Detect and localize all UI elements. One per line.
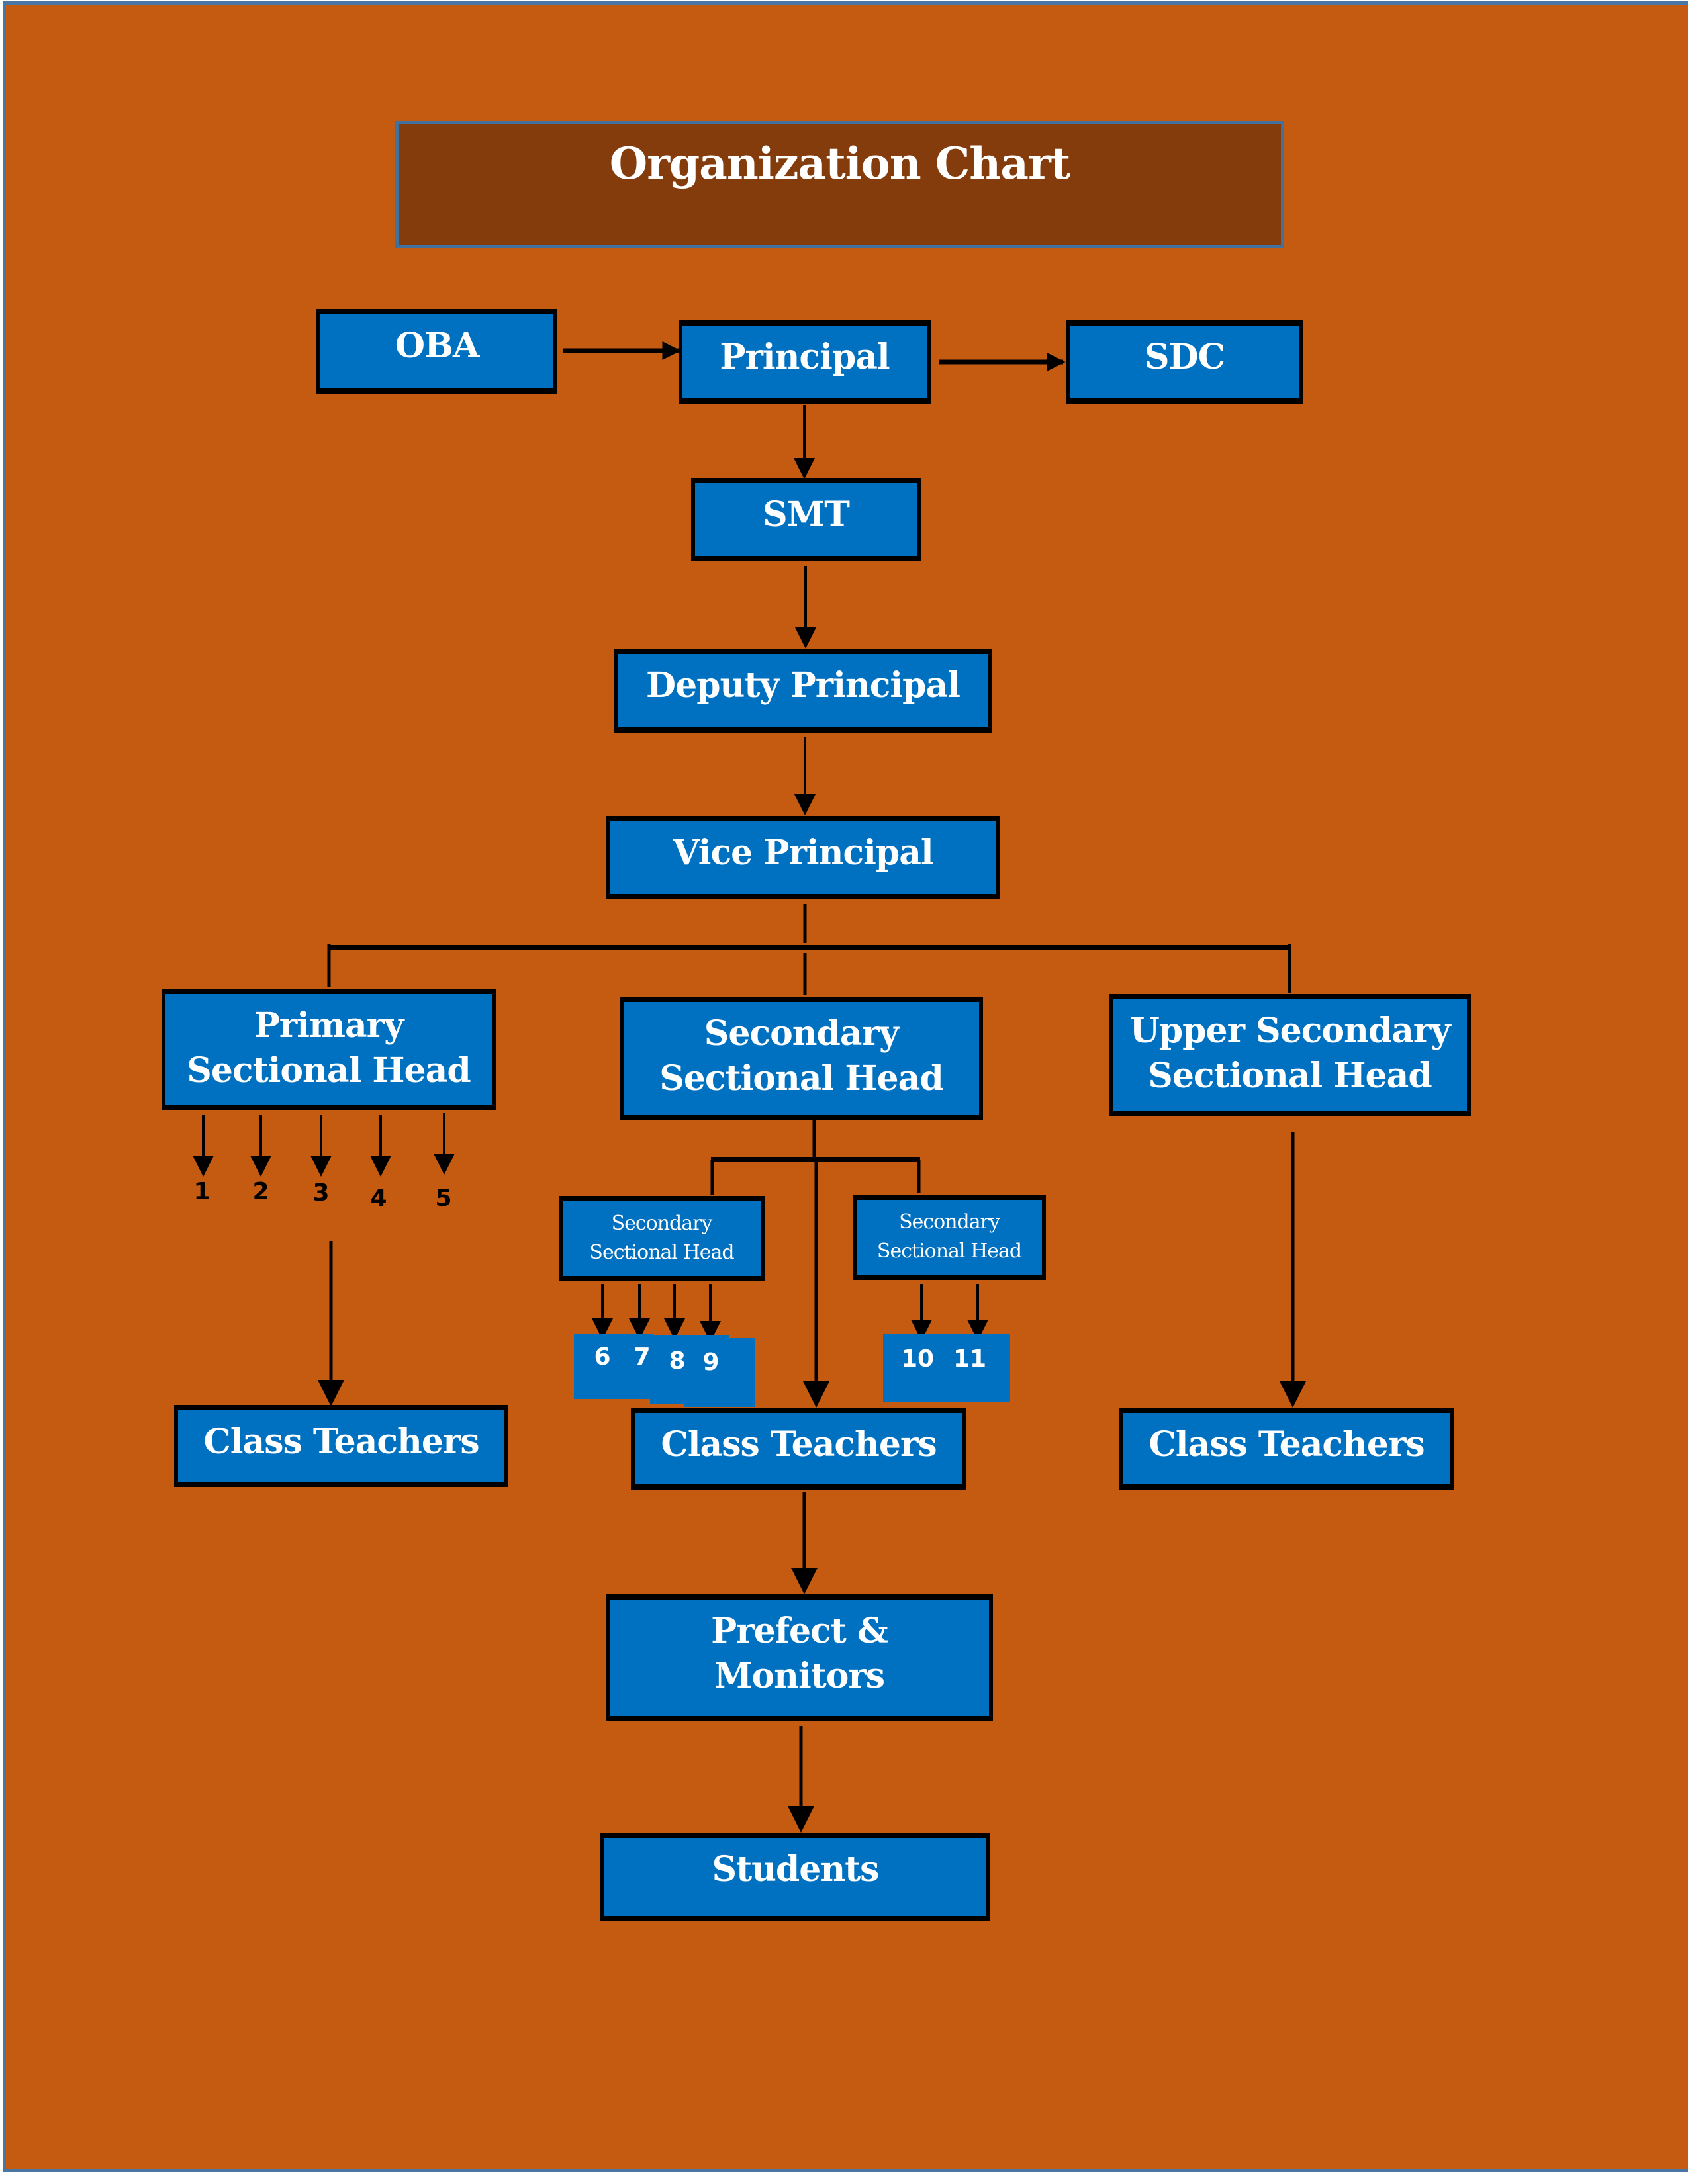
node-class-teachers-secondary[interactable]: Class Teachers <box>631 1408 966 1490</box>
grade-label-5: 5 <box>435 1185 452 1212</box>
grade-label-6: 6 <box>594 1343 611 1371</box>
grade-label-11: 11 <box>953 1345 987 1373</box>
grade-label-7: 7 <box>633 1343 651 1371</box>
grade-label-4: 4 <box>370 1185 387 1212</box>
node-oba[interactable]: OBA <box>316 309 557 394</box>
node-vice-principal[interactable]: Vice Principal <box>606 816 1000 899</box>
grade-label-2: 2 <box>252 1178 269 1205</box>
grade-box-10-11 <box>883 1334 1010 1402</box>
node-secondary-sub-head-right[interactable]: Secondary Sectional Head <box>853 1195 1046 1280</box>
grade-label-10: 10 <box>900 1345 935 1373</box>
chart-title: Organization Chart <box>609 138 1071 189</box>
grade-label-1: 1 <box>193 1178 211 1205</box>
grade-label-9: 9 <box>702 1349 720 1376</box>
grade-label-3: 3 <box>312 1179 330 1206</box>
grade-box-9 <box>684 1338 755 1407</box>
grade-label-8: 8 <box>669 1347 686 1375</box>
node-principal[interactable]: Principal <box>679 320 931 404</box>
node-students[interactable]: Students <box>600 1833 990 1921</box>
node-secondary-sectional-head[interactable]: Secondary Sectional Head <box>620 997 983 1120</box>
grade-box-6-7 <box>574 1334 653 1399</box>
node-class-teachers-primary[interactable]: Class Teachers <box>174 1405 508 1487</box>
node-class-teachers-upper[interactable]: Class Teachers <box>1119 1408 1454 1490</box>
node-secondary-sub-head-left[interactable]: Secondary Sectional Head <box>559 1196 765 1281</box>
node-prefect-monitors[interactable]: Prefect & Monitors <box>606 1594 993 1721</box>
node-primary-sectional-head[interactable]: Primary Sectional Head <box>162 989 496 1110</box>
node-deputy-principal[interactable]: Deputy Principal <box>614 649 992 733</box>
chart-title-box: Organization Chart <box>395 121 1284 248</box>
node-upper-secondary-sectional-head[interactable]: Upper Secondary Sectional Head <box>1109 994 1471 1116</box>
node-sdc[interactable]: SDC <box>1066 320 1303 404</box>
node-smt[interactable]: SMT <box>691 478 921 561</box>
